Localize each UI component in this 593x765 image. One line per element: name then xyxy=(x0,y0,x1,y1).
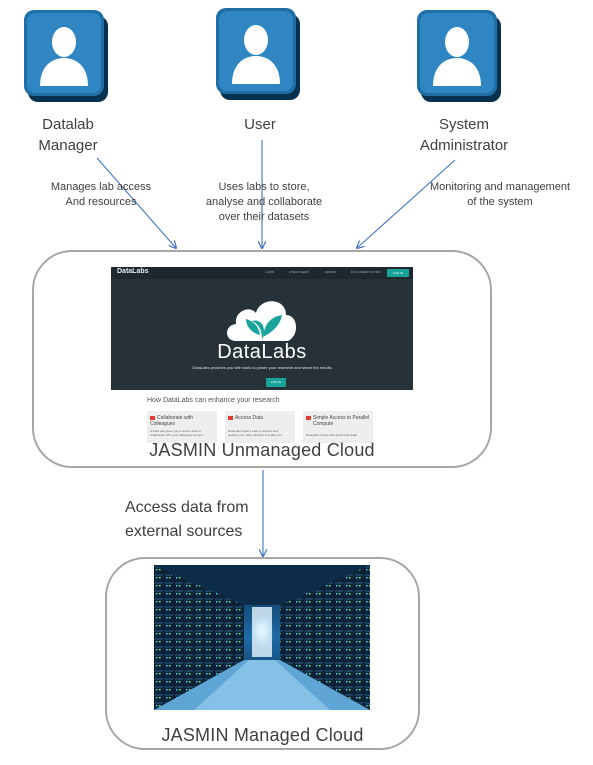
screenshot-tagline: DataLabs provides you with tools to powe… xyxy=(192,365,332,370)
user-icon xyxy=(20,6,116,115)
nav-link: DOCUMENTATION xyxy=(351,270,381,274)
cloud-leaf-logo-icon xyxy=(227,301,297,341)
nav-link: DISCOVERY xyxy=(289,270,310,274)
database-icon xyxy=(228,415,233,420)
user-icon xyxy=(413,6,509,115)
role-label-user: User xyxy=(244,116,276,133)
monitor-icon xyxy=(306,415,311,420)
screenshot-login-button: LOG IN xyxy=(387,269,409,277)
role-description-user: Uses labs to store,analyse and collabora… xyxy=(205,181,323,223)
people-icon xyxy=(150,415,155,420)
user-icon xyxy=(212,4,308,113)
screenshot-nav-links: LABS DISCOVERY ADMIN DOCUMENTATION xyxy=(251,270,381,274)
nav-link: ADMIN xyxy=(324,270,336,274)
arrow-manager xyxy=(96,157,176,248)
screenshot-lower-section: How DataLabs can enhance your research C… xyxy=(111,390,413,443)
unmanaged-cloud-title: JASMIN Unmanaged Cloud xyxy=(149,440,375,460)
screenshot-brand-title: DataLabs xyxy=(217,341,307,363)
screenshot-navbar: DataLabs LABS DISCOVERY ADMIN DOCUMENTAT… xyxy=(111,267,413,279)
screenshot-logo: DataLabs xyxy=(117,268,149,275)
screenshot-section-heading: How DataLabs can enhance your research xyxy=(147,397,280,404)
arrow-admin xyxy=(357,159,456,248)
screenshot-feature-card: Access Data DataLabs make it easy to acc… xyxy=(225,411,295,443)
nav-link: LABS xyxy=(265,270,275,274)
screenshot-hero: DataLabs DataLabs provides you with tool… xyxy=(111,279,413,391)
server-room-image xyxy=(154,565,370,710)
screenshot-feature-card: Collaborate with Colleagues A Data Lab g… xyxy=(147,411,217,443)
managed-cloud-title: JASMIN Managed Cloud xyxy=(161,725,364,745)
screenshot-hero-login-button: LOG IN xyxy=(266,378,286,387)
